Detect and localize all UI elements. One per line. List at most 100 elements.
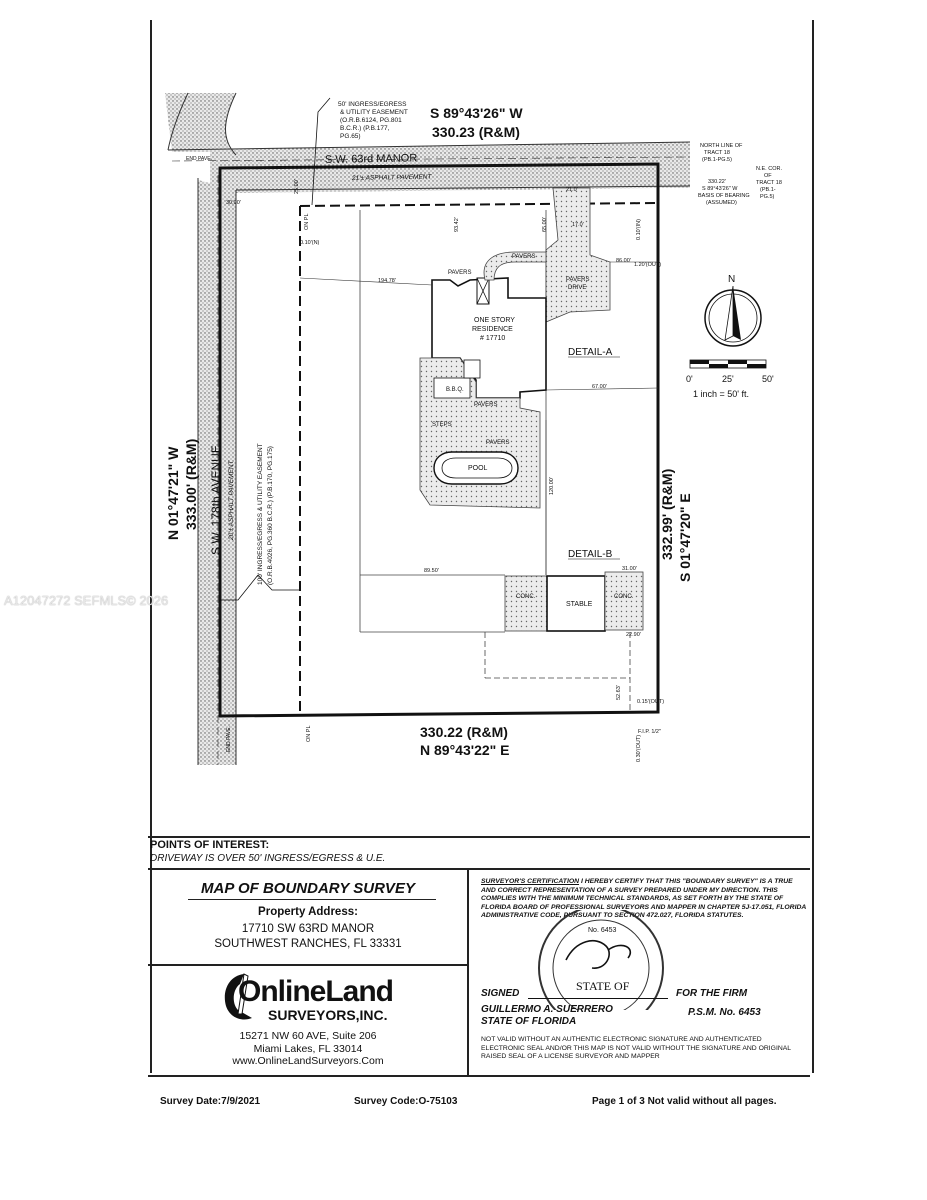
plat-drawing: S.W. 63rd MANOR 21'± ASPHALT PAVEMENT S.… — [160, 92, 782, 765]
svg-text:STEPS: STEPS — [432, 422, 452, 428]
street-west-label: S.W. 178th AVENUE — [209, 445, 223, 555]
svg-text:N.E. COR.: N.E. COR. — [756, 166, 782, 172]
top-distance: 330.23 (R&M) — [432, 124, 520, 140]
svg-text:(PB.1-PG.5): (PB.1-PG.5) — [702, 157, 732, 163]
svg-text:CONC.: CONC. — [614, 594, 634, 600]
svg-text:17.0': 17.0' — [572, 222, 584, 228]
svg-text:PAVERS: PAVERS — [512, 254, 535, 260]
points-of-interest: POINTS OF INTEREST: DRIVEWAY IS OVER 50'… — [148, 836, 810, 870]
svg-text:B.B.Q.: B.B.Q. — [446, 387, 464, 393]
street-west-pavement: 20'± ASPHALT PAVEMENT — [228, 460, 235, 541]
svg-text:PG.5): PG.5) — [760, 194, 775, 200]
survey-code: Survey Code:O-75103 — [354, 1096, 458, 1107]
svg-text:50': 50' — [762, 374, 774, 384]
left-bearing: N 01°47'21" W — [165, 446, 181, 540]
company-addr1: 15271 NW 60 AVE, Suite 206 — [239, 1030, 377, 1042]
svg-text:CONC.: CONC. — [516, 594, 536, 600]
svg-text:BASIS OF BEARING: BASIS OF BEARING — [698, 193, 750, 199]
right-distance: 332.99' (R&M) — [659, 469, 675, 560]
svg-text:END PAVE.: END PAVE. — [226, 726, 232, 752]
svg-text:RESIDENCE: RESIDENCE — [472, 326, 513, 333]
svg-text:NORTH LINE OF: NORTH LINE OF — [700, 143, 743, 149]
stable — [546, 575, 606, 632]
company-addr2: Miami Lakes, FL 33014 — [253, 1043, 363, 1055]
poi-text: DRIVEWAY IS OVER 50' INGRESS/EGRESS & U.… — [150, 853, 386, 864]
road-north — [160, 142, 690, 200]
svg-text:330.22': 330.22' — [708, 179, 726, 185]
property-address-label: Property Address: — [258, 906, 358, 918]
easement-west-2: (O.R.B.4026, PG.360 B.C.R.) (P.B.170, PG… — [267, 446, 274, 585]
scale-bar — [689, 359, 767, 369]
svg-text:STABLE: STABLE — [566, 601, 593, 608]
easement-north-4: B.C.R.) (P.B.177, — [340, 125, 390, 132]
pavers-drive — [545, 187, 611, 323]
north-label: N — [728, 274, 735, 285]
easement-west-1: 100' INGRESS/EGRESS & UTILITY EASEMENT — [257, 443, 264, 585]
poi-heading: POINTS OF INTEREST: — [150, 839, 270, 851]
svg-text:0.10'(N): 0.10'(N) — [300, 240, 320, 246]
bottom-bearing: N 89°43'22" E — [420, 742, 510, 758]
pool — [433, 451, 519, 485]
surveyor-seal-icon: No. 6453 STATE OF — [538, 910, 664, 1010]
right-bearing: S 01°47'20" E — [677, 493, 693, 582]
company-web[interactable]: www.OnlineLandSurveyors.Com — [232, 1055, 384, 1067]
survey-date: Survey Date:7/9/2021 — [160, 1096, 261, 1107]
surveyor-certification: SURVEYOR'S CERTIFICATION I HEREBY CERTIF… — [481, 878, 807, 920]
surveyor-name: GUILLERMO A. SUERRERO — [481, 1004, 613, 1015]
svg-text:25': 25' — [722, 374, 734, 384]
svg-text:S 89°43'26" W: S 89°43'26" W — [702, 186, 738, 192]
svg-text:120.00': 120.00' — [549, 477, 555, 495]
svg-text:TRACT 18: TRACT 18 — [756, 180, 782, 186]
survey-sheet — [150, 20, 814, 1073]
seal-number: No. 6453 — [588, 927, 617, 934]
street-north-label: S.W. 63rd MANOR — [325, 152, 418, 166]
svg-text:OF: OF — [764, 173, 772, 179]
svg-text:25.00': 25.00' — [294, 179, 300, 194]
svg-text:21.0': 21.0' — [566, 187, 578, 193]
svg-text:65.00': 65.00' — [542, 217, 548, 232]
conc-left — [504, 575, 548, 632]
svg-text:86.00': 86.00' — [616, 258, 631, 264]
road-west — [198, 180, 236, 765]
for-firm-label: FOR THE FIRM — [676, 988, 748, 999]
svg-text:31.00': 31.00' — [622, 566, 637, 572]
conc-right — [604, 571, 644, 631]
svg-text:(ASSUMED): (ASSUMED) — [706, 200, 737, 206]
svg-text:52.63': 52.63' — [616, 685, 622, 700]
road-corner — [165, 93, 235, 152]
svg-text:1.20'(OUT): 1.20'(OUT) — [634, 262, 661, 268]
svg-text:F.I.P. 1/2": F.I.P. 1/2" — [638, 729, 661, 735]
svg-text:PAVERS: PAVERS — [474, 402, 497, 408]
svg-text:89.50': 89.50' — [424, 568, 439, 574]
svg-text:0.10'(IN): 0.10'(IN) — [636, 219, 642, 240]
validity-note: NOT VALID WITHOUT AN AUTHENTIC ELECTRONI… — [481, 1036, 791, 1061]
seal-state: STATE OF — [576, 979, 630, 993]
bottom-distance: 330.22 (R&M) — [420, 724, 508, 740]
title-block: MAP OF BOUNDARY SURVEY Property Address:… — [148, 868, 810, 1077]
svg-text:67.00': 67.00' — [592, 384, 607, 390]
svg-text:93.42': 93.42' — [454, 217, 460, 232]
mls-watermark: A12047272 SEFMLS© 2026 — [4, 593, 169, 608]
svg-text:0': 0' — [686, 374, 693, 384]
address-line1: 17710 SW 63RD MANOR — [241, 923, 375, 935]
svg-text:194.78': 194.78' — [378, 278, 396, 284]
psm-number: P.S.M. No. 6453 — [688, 1007, 761, 1018]
svg-text:POOL: POOL — [468, 465, 488, 472]
svg-text:ONE STORY: ONE STORY — [474, 317, 515, 324]
scale-text: 1 inch = 50' ft. — [693, 389, 749, 399]
easement-north-1: 50' INGRESS/EGRESS — [338, 101, 407, 108]
svg-text:END PAVE.: END PAVE. — [186, 156, 212, 162]
svg-text:TRACT 18: TRACT 18 — [704, 150, 730, 156]
easement-north-5: PG.65) — [340, 133, 361, 140]
detail-a-label: DETAIL-A — [568, 347, 613, 358]
street-north-pavement: 21'± ASPHALT PAVEMENT — [351, 174, 433, 182]
svg-text:PAVERS: PAVERS — [448, 270, 471, 276]
svg-text:PAVERS: PAVERS — [566, 277, 589, 283]
company-name: OnlineLand — [238, 975, 394, 1008]
left-distance: 333.00' (R&M) — [183, 439, 199, 530]
page-note: Page 1 of 3 Not valid without all pages. — [592, 1096, 777, 1107]
property-boundary — [218, 162, 660, 718]
svg-text:ON PL: ON PL — [304, 213, 310, 230]
svg-text:30.00': 30.00' — [226, 200, 241, 206]
svg-text:(PB.1-: (PB.1- — [760, 187, 776, 193]
